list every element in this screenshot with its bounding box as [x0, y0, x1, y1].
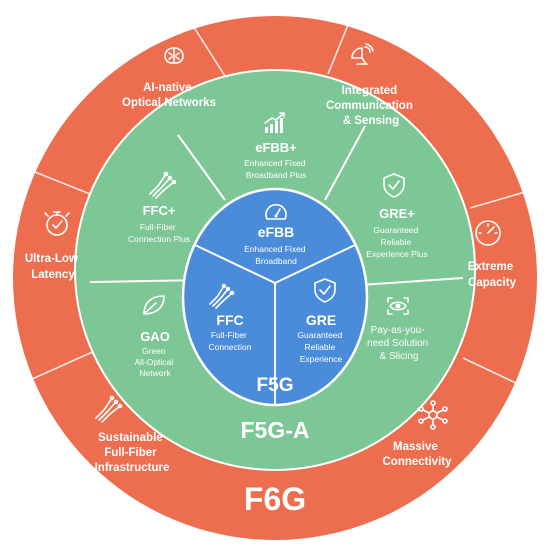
ai-native-label: AI-native Optical Networks: [122, 82, 216, 109]
brain-icon: [164, 47, 184, 64]
gre-sub: Guaranteed Reliable Experience: [297, 330, 344, 364]
efbb-plus-sub: Enhanced Fixed Broadband Plus: [244, 158, 308, 180]
gre-plus-sub: Guaranteed Reliable Experience Plus: [366, 225, 427, 259]
efbb-plus-title: eFBB+: [255, 140, 297, 155]
gre-title: GRE: [306, 312, 336, 328]
ffc-plus-title: FFC+: [143, 203, 176, 218]
gauge-icon: [265, 203, 287, 220]
integrated-sensing-label: Integrated Communication & Sensing: [326, 85, 416, 127]
fiber-icon: [209, 283, 235, 309]
shield-check-icon: [383, 173, 405, 198]
core-dividers: [194, 244, 356, 405]
gao-title: GAO: [140, 329, 170, 344]
network-hub-icon: [418, 400, 448, 430]
stopwatch-icon: [44, 211, 70, 236]
efbb-sub: Enhanced Fixed Broadband: [244, 244, 308, 266]
pay-as-you-need-sub: Pay-as-you- need Solution & Slicing: [367, 325, 431, 362]
fiber-icon: [149, 171, 177, 199]
f5g-label: F5G: [257, 375, 294, 396]
shield-check-icon: [314, 278, 336, 303]
efbb-title: eFBB: [258, 224, 295, 240]
gao-sub: Green All-Optical Network: [134, 346, 175, 378]
satellite-dish-icon: [351, 43, 374, 65]
f5ga-label: F5G-A: [241, 417, 310, 443]
ffc-sub: Full-Fiber Connection: [208, 330, 251, 352]
ffc-title: FFC: [216, 312, 243, 328]
speedometer-icon: [475, 220, 501, 246]
f6g-label: F6G: [244, 481, 306, 517]
extreme-capacity-label: Extreme Capacity: [468, 261, 517, 289]
ffc-plus-sub: Full-Fiber Connection Plus: [128, 222, 190, 244]
outer-dividers: [24, 17, 533, 386]
sustainable-infra-label: Sustainable Full-Fiber Infrastructure: [95, 432, 170, 474]
leaf-icon: [143, 295, 165, 315]
eye-icon: [387, 297, 409, 315]
fiber-bundle-icon: [95, 395, 123, 423]
ultra-low-latency-label: Ultra-Low Latency: [25, 253, 81, 281]
gre-plus-title: GRE+: [379, 206, 415, 221]
massive-connectivity-label: Massive Connectivity: [382, 441, 452, 468]
rising-bars-icon: [264, 112, 285, 133]
